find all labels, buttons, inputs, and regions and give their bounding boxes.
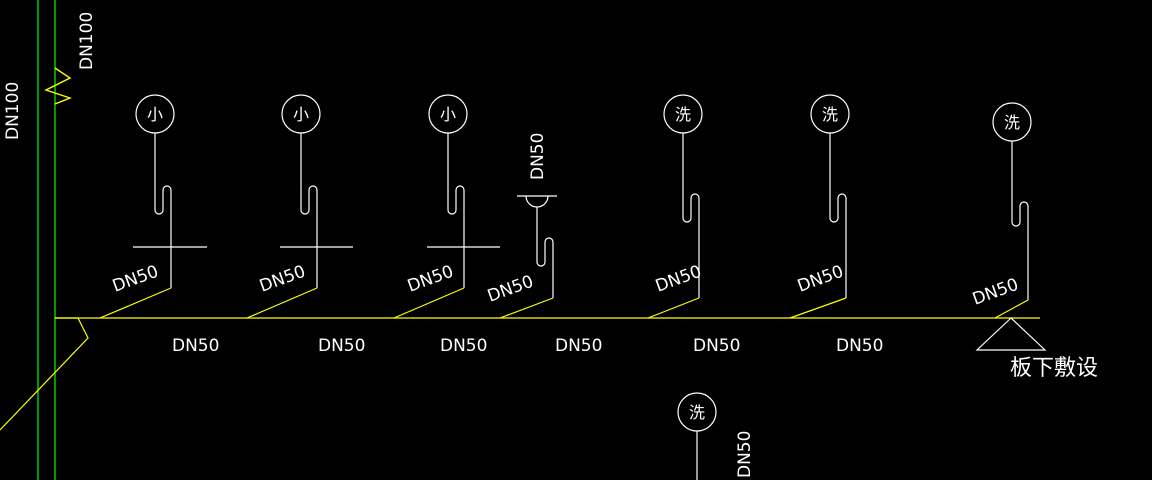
- branch-label: DN50: [257, 262, 308, 297]
- main-segment-label-2: DN50: [318, 336, 365, 356]
- fixture-urinal-2: 小 DN50: [246, 94, 353, 319]
- branch-label: DN50: [795, 262, 846, 297]
- branch-label: DN50: [485, 272, 536, 307]
- fixture-urinal-1: 小 DN50: [99, 94, 207, 319]
- fixture-symbol: 洗: [822, 105, 838, 124]
- main-segment-label-4: DN50: [555, 336, 602, 356]
- main-segment-label-6: DN50: [836, 336, 883, 356]
- fixture-symbol: 洗: [675, 105, 691, 124]
- main-segment-label-3: DN50: [440, 336, 487, 356]
- fixture-symbol: 小: [440, 105, 456, 124]
- slab-note: 板下敷设: [1010, 356, 1098, 381]
- riser-pipe: [37, 0, 56, 480]
- lower-fixture: 洗 DN50: [677, 392, 755, 480]
- branch-label: DN50: [110, 262, 161, 297]
- fixture-basin-7: 洗 DN50: [970, 102, 1032, 319]
- fixture-symbol: 洗: [689, 403, 705, 422]
- fixture-basin-5: 洗 DN50: [647, 94, 704, 319]
- branch-label: DN50: [970, 275, 1021, 310]
- slab-marker-triangle: [975, 317, 1047, 351]
- main-segment-label-5: DN50: [693, 336, 740, 356]
- branch-label: DN50: [405, 262, 456, 297]
- lower-fixture-label: DN50: [735, 431, 755, 478]
- fixture-symbol: 小: [293, 105, 309, 124]
- riser-connection: [0, 317, 89, 431]
- branch-label: DN50: [653, 262, 704, 297]
- fixture-symbol: 洗: [1004, 113, 1020, 132]
- riser-break-symbol: [44, 67, 73, 105]
- fixture-drain-4: DN50 DN50: [485, 133, 557, 319]
- riser-label: DN100: [3, 82, 23, 140]
- main-segment-label-1: DN50: [172, 336, 219, 356]
- riser-branch-label: DN100: [77, 12, 97, 70]
- fixture-symbol: 小: [147, 105, 163, 124]
- fixture-urinal-3: 小 DN50: [393, 94, 500, 319]
- vertical-label: DN50: [528, 133, 548, 180]
- fixture-basin-6: 洗 DN50: [789, 94, 850, 319]
